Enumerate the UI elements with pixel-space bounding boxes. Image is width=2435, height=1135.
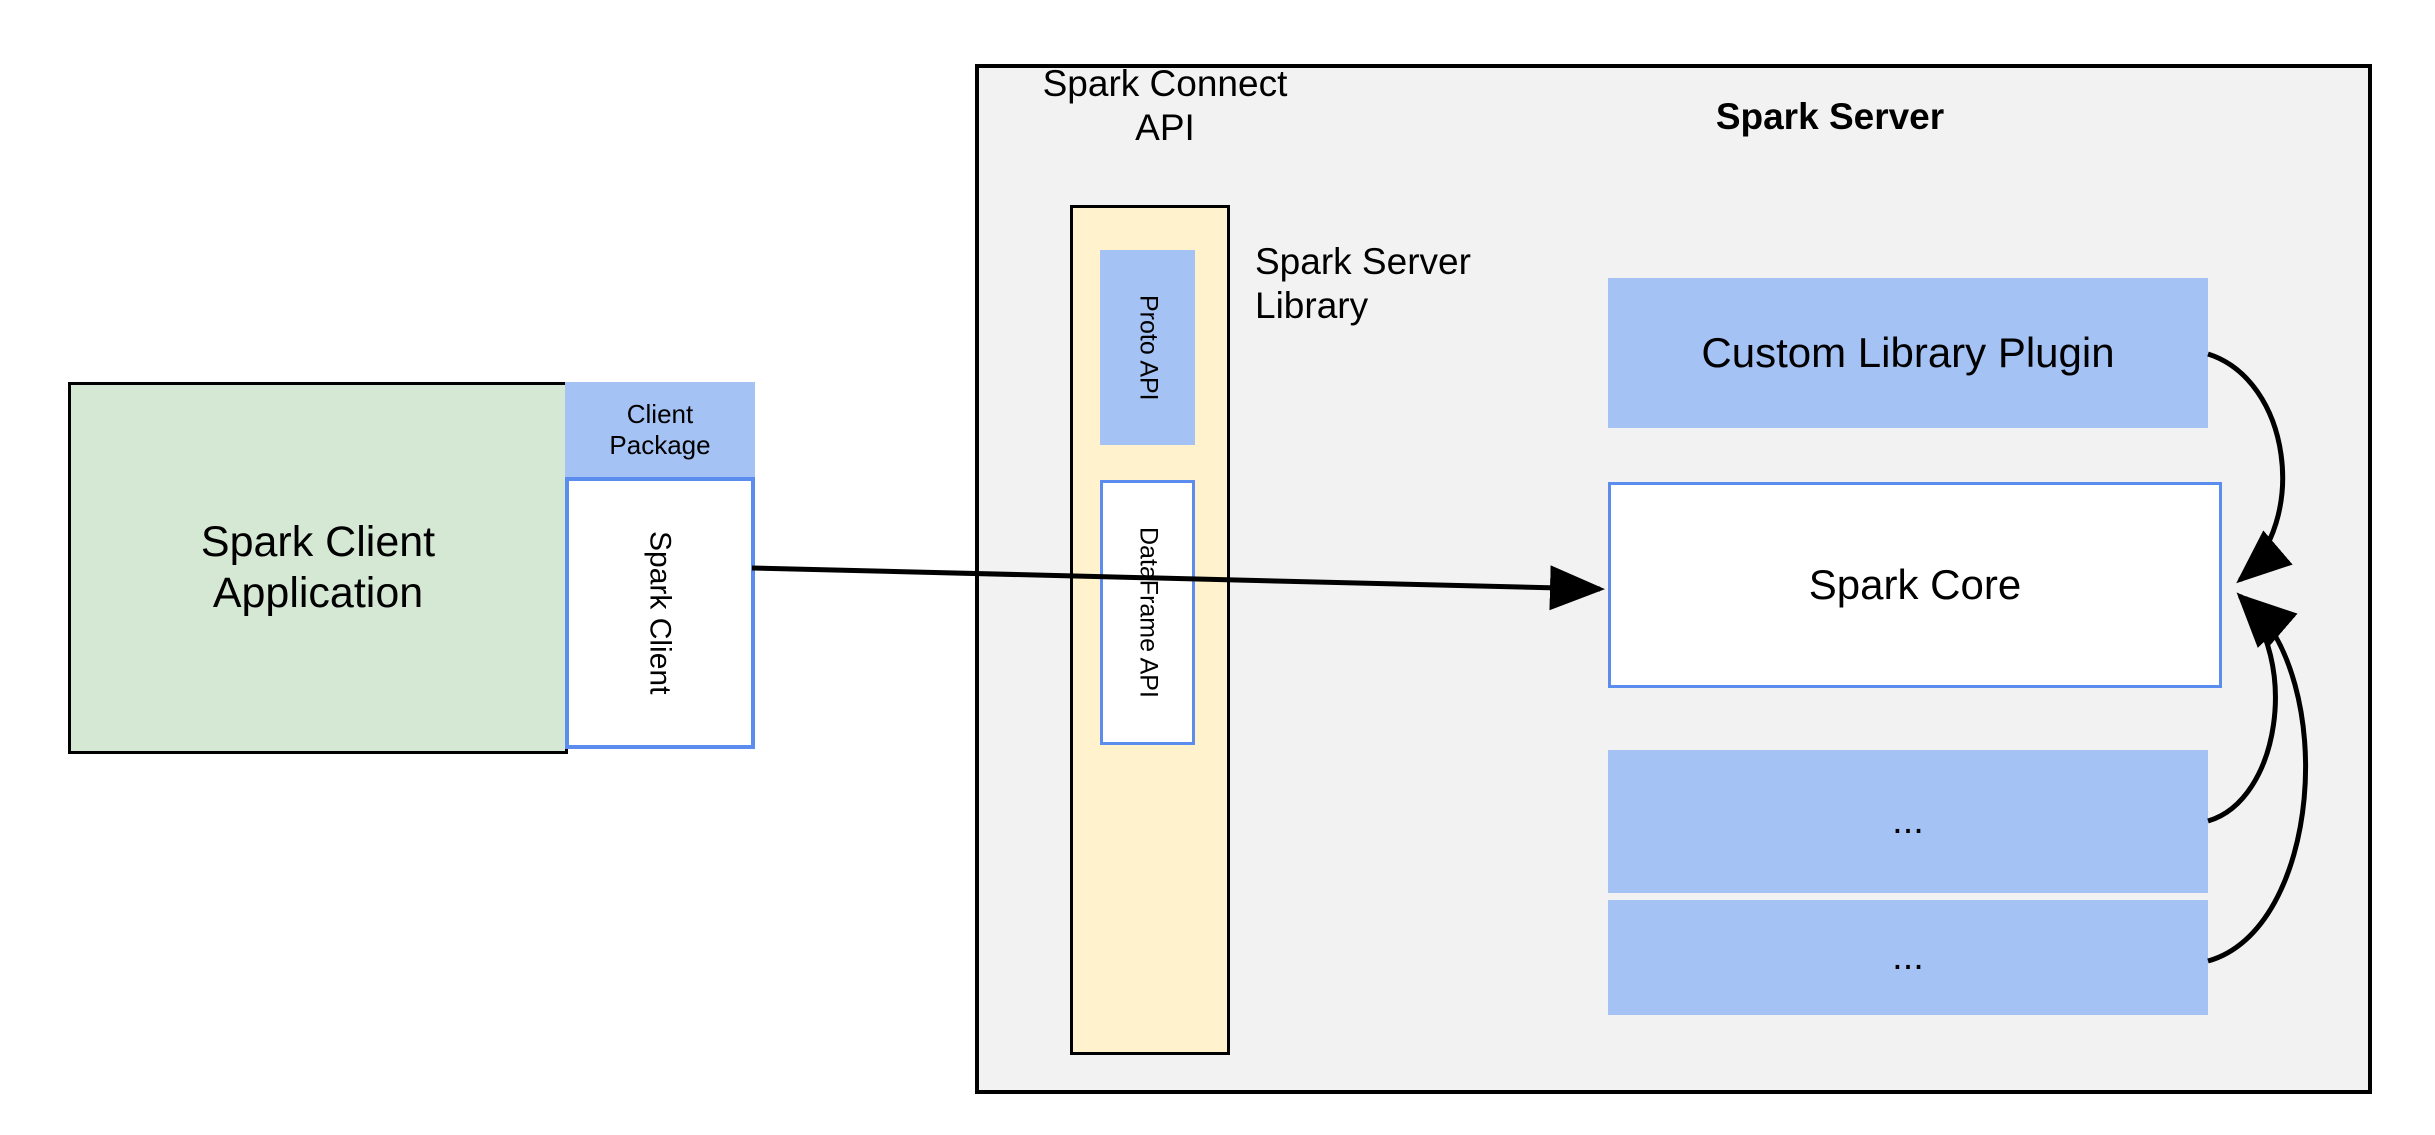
dataframe-api-label: DataFrame API: [1134, 527, 1163, 698]
ellipsis-box-2[interactable]: ...: [1608, 900, 2208, 1015]
spark-connect-api-line1: Spark Connect: [1042, 63, 1288, 104]
spark-server-library-line1: Spark Server: [1255, 241, 1471, 282]
dataframe-api-box[interactable]: DataFrame API: [1100, 480, 1195, 745]
spark-server-title: Spark Server: [1715, 96, 1945, 138]
client-package-box[interactable]: Client Package: [565, 382, 755, 478]
spark-client-application-box[interactable]: Spark Client Application: [68, 382, 568, 754]
proto-api-box[interactable]: Proto API: [1100, 250, 1195, 445]
spark-server-library-line2: Library: [1255, 284, 1369, 326]
spark-connect-api-label: Spark Connect API: [1020, 62, 1310, 150]
custom-library-plugin-box[interactable]: Custom Library Plugin: [1608, 278, 2208, 428]
spark-server-library-label: Spark Server Library: [1255, 240, 1545, 332]
client-package-line1: Client: [626, 399, 694, 430]
spark-client-box[interactable]: Spark Client: [565, 477, 755, 749]
spark-connect-api-line2: API: [1135, 106, 1195, 148]
proto-api-label: Proto API: [1134, 294, 1163, 401]
client-application-line1: Spark Client: [200, 518, 436, 567]
spark-core-box[interactable]: Spark Core: [1608, 482, 2222, 688]
spark-client-label: Spark Client: [643, 531, 677, 695]
client-application-line2: Application: [212, 569, 424, 617]
ellipsis-box-1[interactable]: ...: [1608, 750, 2208, 893]
client-package-line2: Package: [609, 430, 711, 460]
